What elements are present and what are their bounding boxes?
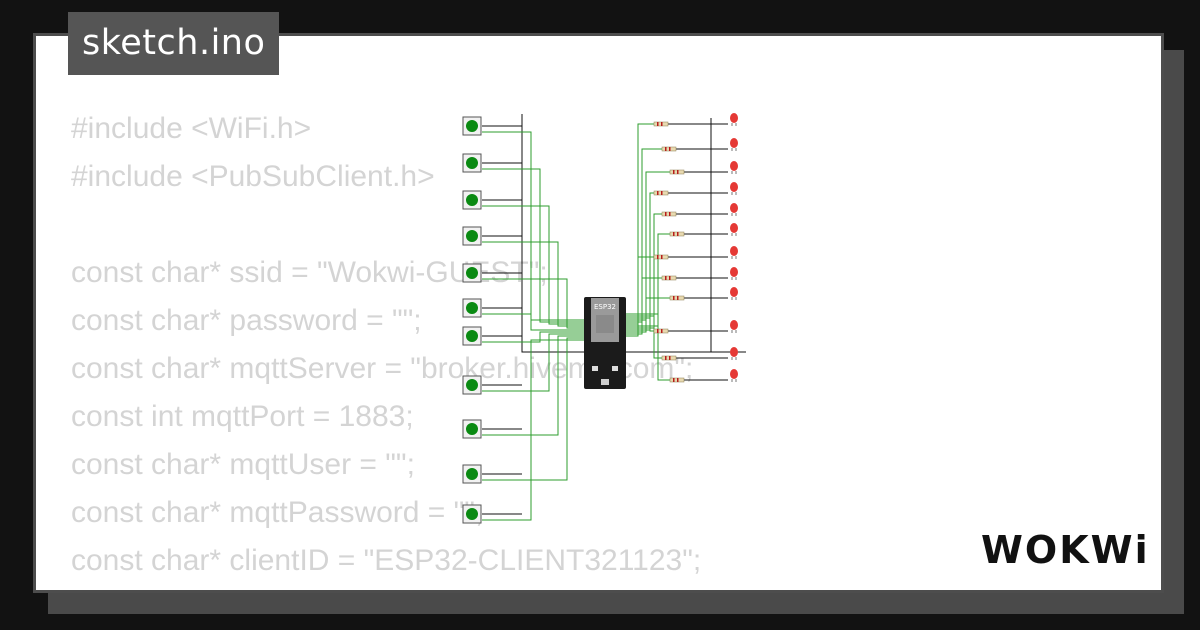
button-signal-wire — [482, 241, 586, 327]
resistor-band — [661, 122, 663, 126]
resistor-band — [657, 191, 659, 195]
led — [730, 320, 738, 330]
button-signal-wire — [482, 313, 586, 331]
pushbutton-cap — [466, 379, 478, 391]
resistor-band — [657, 255, 659, 259]
resistor-band — [673, 378, 675, 382]
led-signal-wire — [626, 297, 670, 321]
code-line: const int mqttPort = 1883; — [71, 400, 414, 433]
led — [730, 246, 738, 256]
led-signal-wire — [626, 148, 662, 335]
led-signal-wire — [626, 233, 670, 327]
led — [730, 113, 738, 123]
code-line: const char* mqttServer = "broker.hivemq.… — [71, 352, 694, 385]
led-signal-wire — [626, 213, 662, 329]
pushbutton-cap — [466, 267, 478, 279]
usb-port — [601, 379, 609, 385]
button-signal-wire — [482, 339, 586, 521]
code-line: const char* clientID = "ESP32-CLIENT3211… — [71, 544, 702, 577]
pushbutton-cap — [466, 230, 478, 242]
resistor-band — [665, 147, 667, 151]
resistor-band — [677, 232, 679, 236]
resistor-band — [661, 329, 663, 333]
led-signal-wire — [626, 256, 654, 325]
board-chip — [596, 315, 614, 333]
en-button — [612, 366, 618, 371]
resistor-band — [665, 276, 667, 280]
resistor-band — [673, 232, 675, 236]
pushbutton-cap — [466, 120, 478, 132]
resistor-band — [661, 255, 663, 259]
pushbutton-cap — [466, 330, 478, 342]
circuit-diagram: ESP32 — [462, 113, 746, 524]
led — [730, 223, 738, 233]
pushbutton-cap — [466, 468, 478, 480]
project-card[interactable]: #include <WiFi.h> #include <PubSubClient… — [33, 33, 1164, 593]
resistor-band — [669, 212, 671, 216]
ground-bus-right — [626, 118, 712, 353]
button-signal-wire — [482, 168, 586, 323]
button-signal-wire — [482, 278, 586, 329]
resistor-band — [673, 170, 675, 174]
board-label: ESP32 — [594, 303, 616, 311]
led — [730, 347, 738, 357]
led-signal-wire — [626, 277, 662, 323]
resistor-band — [657, 329, 659, 333]
file-tab[interactable]: sketch.ino — [68, 12, 280, 75]
led-signal-wire — [626, 192, 654, 331]
led-signal-wire — [626, 313, 670, 381]
button-signal-wire — [482, 335, 586, 436]
led — [730, 287, 738, 297]
pushbutton-cap — [466, 157, 478, 169]
resistor-band — [677, 296, 679, 300]
boot-button — [592, 366, 598, 371]
resistor-band — [669, 276, 671, 280]
code-line: #include <WiFi.h> — [71, 112, 312, 145]
component-layer — [462, 113, 738, 524]
esp32-board[interactable]: ESP32 — [584, 297, 626, 389]
led-signal-wire — [626, 317, 654, 332]
pushbutton-cap — [466, 194, 478, 206]
resistor-band — [657, 122, 659, 126]
resistor-band — [665, 212, 667, 216]
code-preview: #include <WiFi.h> #include <PubSubClient… — [71, 105, 701, 585]
resistor-band — [677, 378, 679, 382]
led — [730, 267, 738, 277]
code-line: const char* mqttUser = ""; — [71, 448, 415, 481]
ground-bus-left — [521, 114, 586, 353]
led — [730, 161, 738, 171]
code-line: const char* mqttPassword = ""; — [71, 496, 484, 529]
led-signal-wire — [626, 171, 670, 333]
led-signal-wire — [626, 123, 654, 337]
resistor-band — [677, 170, 679, 174]
resistor-band — [669, 356, 671, 360]
resistor-band — [669, 147, 671, 151]
led — [730, 138, 738, 148]
resistor-band — [665, 356, 667, 360]
button-signal-wire — [482, 131, 586, 321]
button-signal-wire — [482, 205, 586, 325]
pushbutton-cap — [466, 508, 478, 520]
led — [730, 369, 738, 379]
button-signal-wire — [482, 333, 586, 392]
code-line: const char* ssid = "Wokwi-GUEST"; — [71, 256, 548, 289]
code-line: #include <PubSubClient.h> — [71, 160, 435, 193]
led — [730, 182, 738, 192]
wire-layer — [482, 114, 746, 521]
pushbutton-cap — [466, 423, 478, 435]
resistor-band — [673, 296, 675, 300]
pushbutton-cap — [466, 302, 478, 314]
code-line: const char* password = ""; — [71, 304, 422, 337]
led — [730, 203, 738, 213]
wokwi-logo: WOKWi — [981, 528, 1150, 572]
button-signal-wire — [482, 331, 586, 343]
button-signal-wire — [482, 337, 586, 481]
resistor-band — [661, 191, 663, 195]
